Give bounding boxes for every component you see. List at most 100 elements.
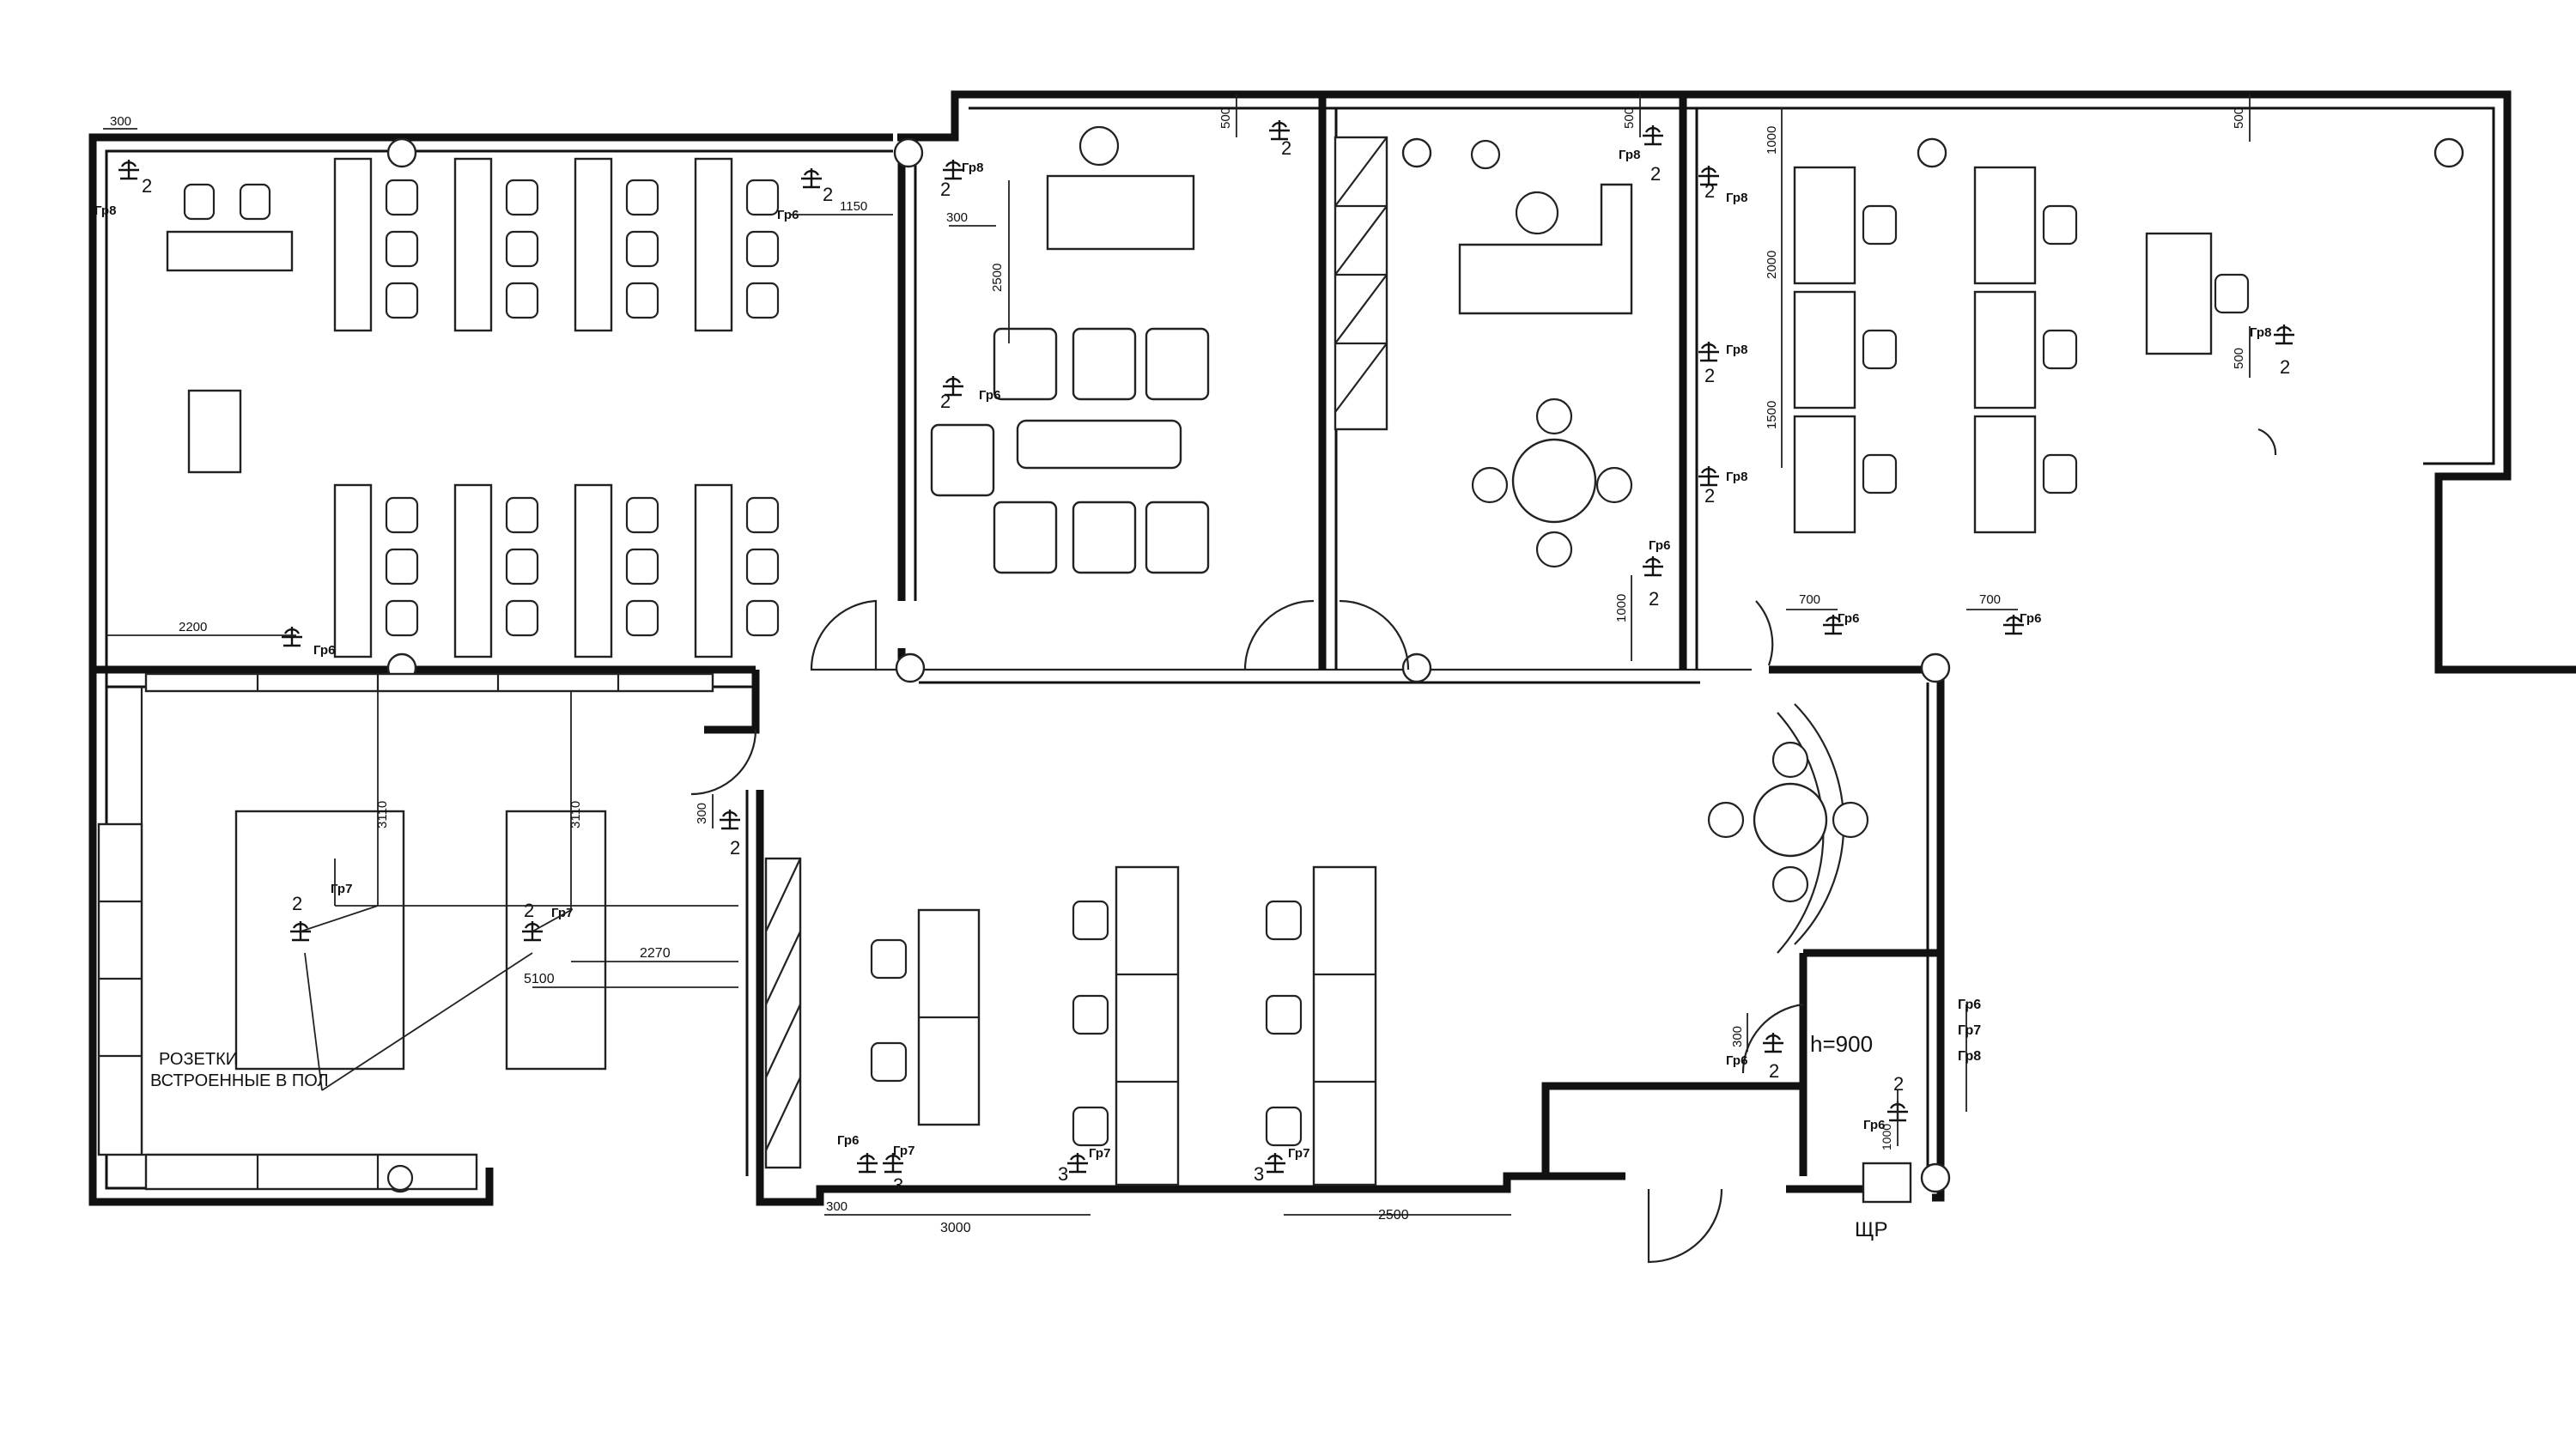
circuit-label: Гр8 bbox=[1726, 470, 1747, 484]
dim-label: 3110 bbox=[375, 801, 390, 828]
circuit-label: Гр6 bbox=[777, 208, 799, 222]
chair bbox=[385, 599, 419, 637]
open-area-furniture bbox=[917, 741, 1912, 1204]
legend-gr8: Гр8 bbox=[1958, 1049, 1981, 1064]
dimension-lines bbox=[103, 94, 2251, 1216]
socket-symbol: Гр8 2 bbox=[1698, 342, 1747, 386]
socket-symbol: Гр8 2 bbox=[2250, 325, 2294, 378]
floor-socket-wiring bbox=[300, 691, 738, 1091]
office-chairs bbox=[183, 179, 2250, 1147]
socket-count: 2 bbox=[940, 391, 951, 412]
circuit-label: Гр6 bbox=[1838, 611, 1859, 626]
legend-gr7: Гр7 bbox=[1958, 1023, 1981, 1038]
dim-label: 500 bbox=[2232, 107, 2246, 129]
chair bbox=[505, 599, 539, 637]
dim-label: 300 bbox=[695, 803, 709, 824]
column-circle bbox=[1401, 652, 1432, 683]
circuit-label: Гр8 bbox=[1726, 343, 1747, 357]
dim-label: 2000 bbox=[1765, 251, 1779, 279]
chair bbox=[1265, 1106, 1303, 1147]
chair bbox=[385, 230, 419, 268]
desk-rows-top bbox=[333, 157, 733, 658]
panel-label: ЩР bbox=[1855, 1218, 1888, 1241]
shelving bbox=[1334, 136, 1388, 431]
circuit-label: Гр8 bbox=[2250, 325, 2271, 340]
chair bbox=[745, 548, 780, 586]
socket-count: 2 bbox=[1649, 588, 1659, 610]
column-circle bbox=[1401, 137, 1432, 168]
circuit-label: Гр7 bbox=[1288, 1146, 1309, 1161]
dim-label: 300 bbox=[1730, 1026, 1745, 1047]
dim-label: 1000 bbox=[1614, 594, 1629, 622]
column-circle bbox=[1920, 652, 1951, 683]
chair bbox=[505, 230, 539, 268]
socket-count: 2 bbox=[1704, 365, 1715, 386]
dimension-labels: 300 1150 300 2500 500 500 1000 2000 1500… bbox=[110, 107, 2246, 1235]
socket-count: 3 bbox=[893, 1174, 903, 1196]
socket-symbol: 2 bbox=[1269, 120, 1291, 159]
circuit-label: Гр7 bbox=[893, 1144, 914, 1158]
column-circle bbox=[895, 652, 926, 683]
dim-label: 700 bbox=[1979, 592, 2001, 607]
dim-label: 1000 bbox=[1765, 126, 1779, 155]
height-note: h=900 bbox=[1810, 1031, 1873, 1057]
dim-label: 1000 bbox=[1880, 1124, 1893, 1150]
chair bbox=[385, 548, 419, 586]
socket-symbol: Гр6 2 bbox=[940, 376, 1000, 412]
socket-symbol: Гр6 bbox=[837, 1133, 878, 1174]
chair bbox=[745, 282, 780, 319]
left-room-furniture bbox=[166, 157, 733, 658]
dim-label: 300 bbox=[110, 114, 131, 129]
circuit-label: Гр8 bbox=[962, 161, 983, 175]
room2-furniture bbox=[930, 125, 1388, 574]
dim-label: 5100 bbox=[524, 972, 555, 986]
chair bbox=[745, 179, 780, 216]
dim-label: 2200 bbox=[179, 620, 207, 634]
chair bbox=[505, 282, 539, 319]
socket-count: 2 bbox=[142, 175, 152, 197]
dim-label: 1500 bbox=[1765, 401, 1779, 429]
circuit-label: Гр7 bbox=[1089, 1146, 1110, 1161]
chair bbox=[745, 230, 780, 268]
chair bbox=[625, 496, 659, 534]
chair bbox=[1072, 1106, 1109, 1147]
dim-label: 300 bbox=[826, 1199, 848, 1214]
circuit-label: Гр6 bbox=[2020, 611, 2041, 626]
socket-symbol: 2 bbox=[720, 810, 740, 859]
dim-label: 3000 bbox=[940, 1221, 971, 1235]
dim-label: 500 bbox=[1218, 107, 1233, 129]
room3-furniture bbox=[1458, 139, 1633, 568]
chair bbox=[2042, 453, 2078, 495]
circuit-label: Гр6 bbox=[1863, 1118, 1885, 1132]
circuit-label: Гр6 bbox=[979, 388, 1000, 403]
dim-label: 2500 bbox=[990, 264, 1005, 292]
socket-symbol: Гр6 bbox=[2003, 611, 2041, 635]
socket-symbol: Гр7 3 bbox=[1254, 1146, 1309, 1185]
dim-label: 500 bbox=[1622, 107, 1637, 129]
chair bbox=[745, 599, 780, 637]
circuit-label: Гр8 bbox=[1726, 191, 1747, 205]
doors bbox=[690, 428, 2277, 1264]
circuit-label: Гр7 bbox=[551, 906, 573, 920]
chair bbox=[1072, 994, 1109, 1035]
socket-count: 2 bbox=[2280, 356, 2290, 378]
chair bbox=[1072, 900, 1109, 941]
column-circle bbox=[1920, 1162, 1951, 1193]
socket-count: 3 bbox=[1254, 1163, 1264, 1185]
floor-sockets-note: ВСТРОЕННЫЕ В ПОЛ bbox=[150, 1071, 329, 1090]
chair bbox=[870, 938, 908, 980]
socket-count: 2 bbox=[1704, 485, 1715, 507]
chair bbox=[1862, 204, 1898, 246]
chair bbox=[1265, 994, 1303, 1035]
dim-label: 2270 bbox=[640, 946, 671, 961]
chair bbox=[625, 599, 659, 637]
armchairs bbox=[930, 327, 1210, 574]
room4-furniture bbox=[1793, 137, 2213, 534]
chair bbox=[183, 183, 216, 221]
floor-sockets-note: РОЗЕТКИ bbox=[159, 1050, 238, 1069]
